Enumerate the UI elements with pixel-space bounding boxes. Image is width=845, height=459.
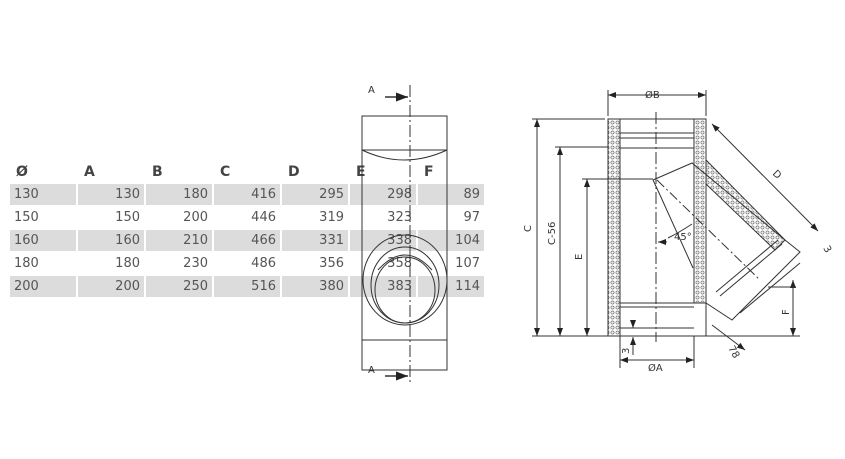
table-cell: 516 xyxy=(214,276,280,297)
table-row: 150 150 200 446 319 323 97 xyxy=(10,207,484,228)
table-cell: 104 xyxy=(418,230,484,251)
header-e: E xyxy=(356,164,366,180)
table-cell: 150 xyxy=(115,210,140,225)
dim-b-label: ØB xyxy=(645,89,660,101)
dim-c-label: C xyxy=(523,225,534,232)
header-diameter: Ø xyxy=(16,164,28,180)
dim-f-label: F xyxy=(781,309,792,315)
header-c: C xyxy=(220,164,231,180)
dim-d-label: D xyxy=(770,168,783,181)
table-cell: 331 xyxy=(282,230,348,251)
table-cell: 466 xyxy=(214,230,280,251)
table-cell: 446 xyxy=(251,210,276,225)
header-a: A xyxy=(84,164,95,180)
table-cell: 250 xyxy=(146,276,212,297)
section-label-bottom: A xyxy=(368,365,375,376)
table-cell: 230 xyxy=(183,256,208,271)
table-cell: 150 xyxy=(14,210,39,225)
dim-e-label: E xyxy=(574,254,585,260)
section-label-top: A xyxy=(368,85,375,96)
table-cell: 130 xyxy=(10,184,76,205)
angle-label: 45° xyxy=(674,232,692,243)
table-cell: 180 xyxy=(14,256,39,271)
dim-3-branch-label: 3 xyxy=(820,244,833,255)
table-cell: 180 xyxy=(115,256,140,271)
table-cell: 200 xyxy=(183,210,208,225)
dim-3-bottom-label: 3 xyxy=(621,348,632,354)
table-cell: 160 xyxy=(78,230,144,251)
table-cell: 89 xyxy=(418,184,484,205)
header-b: B xyxy=(152,164,163,180)
table-cell: 319 xyxy=(319,210,344,225)
header-d: D xyxy=(288,164,300,180)
table-cell: 298 xyxy=(350,184,416,205)
table-cell: 323 xyxy=(387,210,412,225)
table-cell: 383 xyxy=(350,276,416,297)
dim-a-label: ØA xyxy=(648,362,663,374)
table-cell: 97 xyxy=(463,210,480,225)
front-view: A A xyxy=(361,85,448,385)
table-cell: 416 xyxy=(214,184,280,205)
dim-c56-label: C-56 xyxy=(547,222,558,245)
table-cell: 200 xyxy=(10,276,76,297)
table-cell: 486 xyxy=(251,256,276,271)
table-cell: 107 xyxy=(455,256,480,271)
side-view: ØB C C-56 E D 45° F 3 ØA 78 3 xyxy=(523,89,833,374)
table-cell: 160 xyxy=(10,230,76,251)
header-f: F xyxy=(424,164,434,180)
table-cell: 210 xyxy=(146,230,212,251)
dim-78-label: 78 xyxy=(725,344,741,361)
table-cell: 295 xyxy=(282,184,348,205)
table-cell: 356 xyxy=(319,256,344,271)
table-cell: 200 xyxy=(78,276,144,297)
table-cell: 180 xyxy=(146,184,212,205)
table-cell: 380 xyxy=(282,276,348,297)
table-cell: 130 xyxy=(78,184,144,205)
table-header-row: Ø A B C D E F xyxy=(10,162,484,182)
